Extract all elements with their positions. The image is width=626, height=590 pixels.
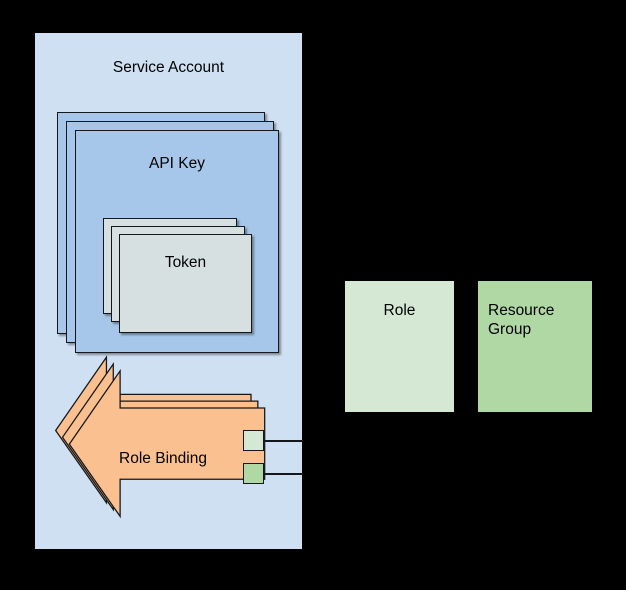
role-port[interactable] [243,430,264,451]
role-box[interactable] [345,281,454,412]
edge-role-binding-to-resource-group [263,473,303,475]
token-card-front[interactable] [119,234,252,333]
resource-group-box[interactable] [478,281,592,412]
role-binding-shape[interactable] [52,355,284,538]
edge-role-binding-to-role [263,440,303,442]
role-binding-arrow-front[interactable] [52,366,282,534]
resource-group-port[interactable] [243,463,264,484]
